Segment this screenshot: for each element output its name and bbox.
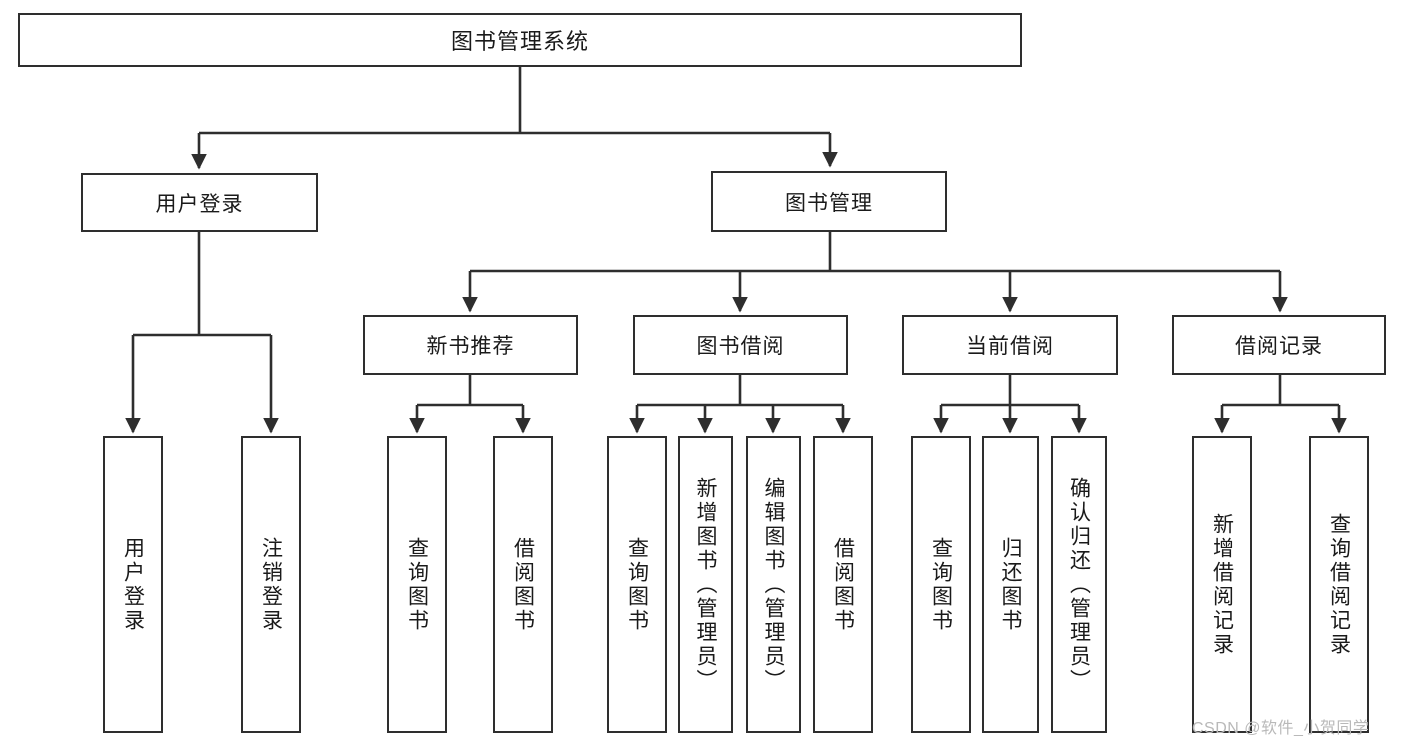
node-label: 当前借阅	[966, 335, 1054, 358]
node-label: 查询借阅记录	[1327, 512, 1351, 657]
leaf-borrow-query-book[interactable]: 查询图书	[607, 436, 667, 733]
node-label: 借阅图书	[511, 536, 535, 633]
leaf-record-add-borrow-record[interactable]: 新增借阅记录	[1192, 436, 1252, 733]
node-label: 查询图书	[929, 536, 953, 633]
node-label: 用户登录	[155, 192, 244, 216]
node-label: 注销登录	[259, 536, 283, 633]
node-label: 查询图书	[405, 536, 429, 633]
node-new-book-recommend[interactable]: 新书推荐	[363, 315, 578, 375]
node-label: 借阅图书	[831, 536, 855, 633]
node-user-login[interactable]: 用户登录	[81, 173, 318, 232]
node-label: 新增借阅记录	[1210, 512, 1234, 657]
node-borrow-record[interactable]: 借阅记录	[1172, 315, 1386, 375]
csdn-watermark: CSDN @软件_小贺同学	[1192, 720, 1370, 737]
leaf-recommend-query-book[interactable]: 查询图书	[387, 436, 447, 733]
leaf-current-confirm-return-admin[interactable]: 确认归还（管理员）	[1051, 436, 1107, 733]
node-label: 查询图书	[625, 536, 649, 633]
leaf-current-query-book[interactable]: 查询图书	[911, 436, 971, 733]
leaf-borrow-borrow-book[interactable]: 借阅图书	[813, 436, 873, 733]
leaf-user-login[interactable]: 用户登录	[103, 436, 163, 733]
node-label: 图书管理系统	[450, 29, 589, 54]
leaf-borrow-edit-book-admin[interactable]: 编辑图书（管理员）	[746, 436, 801, 733]
node-label: 新书推荐	[426, 335, 515, 358]
node-label: 编辑图书（管理员）	[762, 476, 785, 693]
leaf-borrow-add-book-admin[interactable]: 新增图书（管理员）	[678, 436, 733, 733]
node-book-borrow[interactable]: 图书借阅	[633, 315, 848, 375]
node-root-system[interactable]: 图书管理系统	[18, 13, 1022, 67]
leaf-recommend-borrow-book[interactable]: 借阅图书	[493, 436, 553, 733]
node-label: 确认归还（管理员）	[1067, 476, 1091, 693]
node-book-management[interactable]: 图书管理	[711, 171, 947, 232]
node-label: 图书管理	[785, 191, 873, 215]
node-label: 图书借阅	[696, 335, 785, 358]
node-current-borrow[interactable]: 当前借阅	[902, 315, 1118, 375]
node-label: 借阅记录	[1235, 335, 1323, 358]
node-label: 新增图书（管理员）	[694, 476, 717, 693]
leaf-record-query-borrow-record[interactable]: 查询借阅记录	[1309, 436, 1369, 733]
leaf-user-logout[interactable]: 注销登录	[241, 436, 301, 733]
node-label: 归还图书	[999, 536, 1022, 633]
leaf-current-return-book[interactable]: 归还图书	[982, 436, 1039, 733]
node-label: 用户登录	[121, 536, 145, 633]
